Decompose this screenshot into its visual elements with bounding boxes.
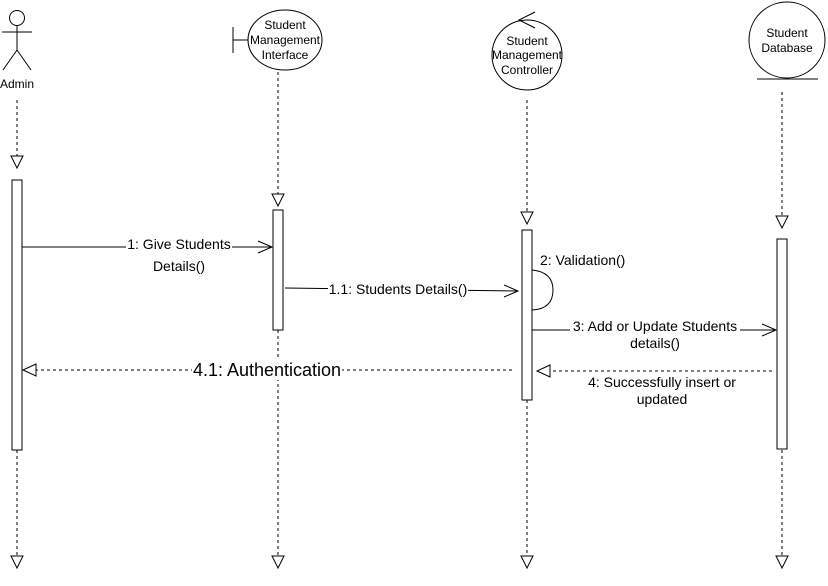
hollow-arrowhead	[21, 363, 37, 377]
lifeline-controller	[520, 100, 534, 570]
lifeline-admin	[10, 100, 24, 570]
lifeline-arrowhead	[271, 193, 285, 208]
open-arrowhead	[257, 240, 274, 254]
lifeline-arrowhead	[775, 215, 789, 230]
lifeline-arrowhead	[10, 555, 24, 570]
actor-left-leg	[2, 49, 18, 71]
boundary-student-management-interface: Student Management Interface	[232, 9, 323, 71]
lifeline-arrowhead	[775, 555, 789, 570]
activation-database	[776, 238, 788, 450]
lifeline-arrowhead	[520, 211, 534, 226]
controller-label-line-1: Student	[506, 34, 548, 48]
actor-right-leg	[16, 49, 32, 71]
controller-label-line-3: Controller	[501, 63, 553, 77]
message-label-line-1: 1: Give Students	[127, 236, 231, 252]
message-label-line-1: 3: Add or Update Students	[573, 318, 737, 334]
self-call-arc	[531, 269, 554, 311]
message-label: 2: Validation()	[540, 252, 625, 268]
lifeline-arrowhead	[520, 555, 534, 570]
message-label-line-2: updated	[637, 391, 688, 407]
lifeline-arrowhead	[271, 555, 285, 570]
message-successfully-insert: 4: Successfully insert or updated	[535, 364, 772, 407]
controller-label-line-2: Management	[492, 48, 563, 62]
message-add-or-update: 3: Add or Update Students details()	[532, 318, 778, 351]
message-label-line-2: details()	[630, 335, 680, 351]
message-label-line-2: Details()	[153, 258, 205, 274]
boundary-circle	[247, 9, 323, 71]
interface-label-line-3: Interface	[262, 48, 309, 62]
message-validation: 2: Validation()	[531, 252, 625, 311]
open-arrowhead	[761, 323, 778, 337]
message-label: 1.1: Students Details()	[329, 281, 468, 297]
activation-admin	[11, 179, 23, 451]
lifeline-arrowhead	[10, 155, 24, 170]
open-arrowhead	[503, 284, 520, 298]
message-label: 4.1: Authentication	[193, 360, 341, 380]
control-student-management-controller: Student Management Controller	[491, 11, 563, 91]
message-label-line-1: 4: Successfully insert or	[588, 374, 736, 390]
control-circle	[491, 19, 563, 91]
lifeline-database	[775, 92, 789, 570]
actor-admin-label: Admin	[0, 77, 34, 91]
message-authentication: 4.1: Authentication	[21, 360, 512, 380]
entity-circle	[748, 1, 826, 79]
actor-head	[9, 10, 25, 26]
interface-label-line-2: Management	[250, 33, 321, 47]
database-label-line-1: Student	[766, 26, 808, 40]
actor-admin: Admin	[0, 10, 34, 91]
interface-label-line-1: Student	[264, 18, 306, 32]
hollow-arrowhead	[535, 364, 551, 378]
activation-interface	[272, 209, 284, 331]
message-give-students-details: 1: Give Students Details()	[22, 235, 274, 274]
activation-controller	[521, 229, 533, 401]
message-students-details: 1.1: Students Details()	[284, 281, 520, 298]
entity-student-database: Student Database	[748, 1, 826, 80]
control-arrowhead	[517, 11, 536, 29]
database-label-line-2: Database	[761, 41, 813, 55]
